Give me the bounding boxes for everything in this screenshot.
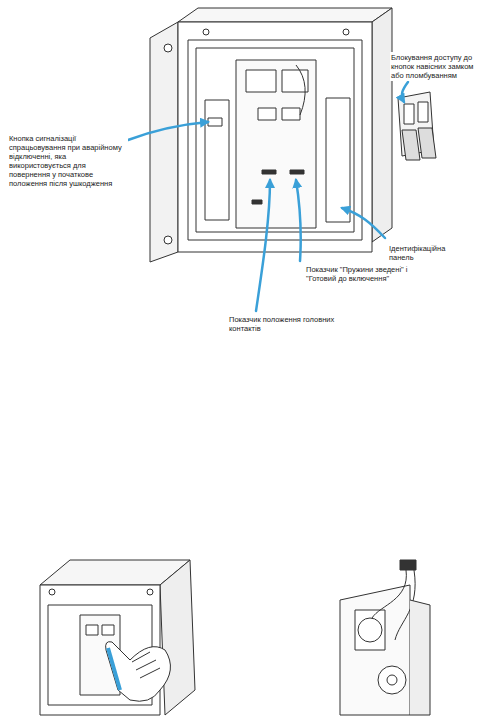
- callout-label: Показчик положення головних контактів: [228, 314, 342, 334]
- callout-label: Ідентифікаційна панель: [388, 243, 462, 263]
- callout-label: Кнопка сигналізації спрацьовування при а…: [8, 133, 128, 189]
- callout-label: Показчик "Пружини зведені" і "Готовий до…: [305, 264, 419, 284]
- callout-label: Блокування доступу до кнопок навісних за…: [390, 52, 478, 81]
